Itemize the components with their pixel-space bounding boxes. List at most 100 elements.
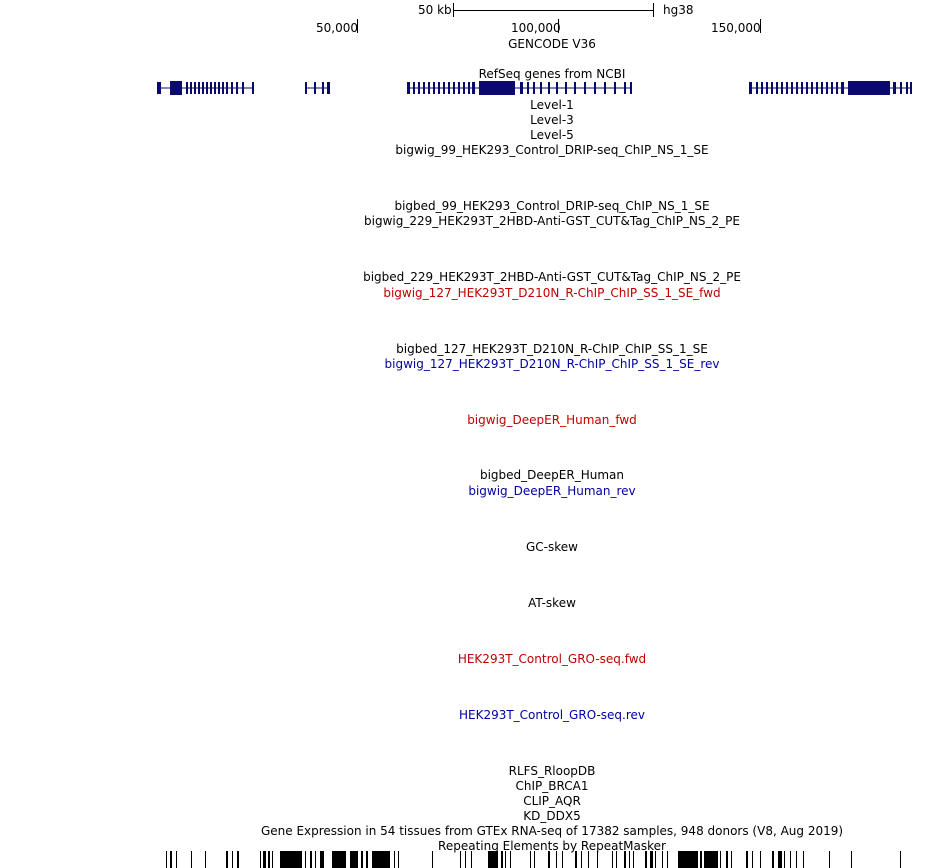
repeat-element <box>633 851 634 868</box>
repeat-element <box>575 851 577 868</box>
gene-exon <box>816 82 818 94</box>
gene-exon <box>226 82 228 94</box>
track-label-gencode[interactable]: GENCODE V36 <box>508 37 596 51</box>
gene-exon <box>893 82 896 94</box>
repeat-element <box>372 851 390 868</box>
gene-exon <box>218 82 220 94</box>
scale-bar-line <box>453 10 653 11</box>
gene-exon <box>749 82 752 94</box>
gene-exon <box>443 82 445 94</box>
repeat-element <box>778 851 782 868</box>
gene-exon <box>322 82 324 94</box>
repeat-element <box>530 851 531 868</box>
track-label-bigwig-127-fwd[interactable]: bigwig_127_HEK293T_D210N_R-ChIP_ChIP_SS_… <box>383 286 721 300</box>
gene-exon <box>801 82 803 94</box>
repeat-element <box>629 851 630 868</box>
repeat-element <box>900 851 901 868</box>
gene-exon <box>811 82 813 94</box>
gene-exon <box>170 81 182 95</box>
track-label-bigwig-229[interactable]: bigwig_229_HEK293T_2HBD-Anti-GST_CUT&Tag… <box>364 214 740 228</box>
track-label-level-5[interactable]: Level-5 <box>530 128 574 142</box>
gene-exon <box>202 82 204 94</box>
repeat-element <box>796 851 797 868</box>
gene-exon <box>418 82 420 94</box>
track-label-repeatmasker[interactable]: Repeating Elements by RepeatMasker <box>438 839 666 853</box>
track-label-bigbed-99[interactable]: bigbed_99_HEK293_Control_DRIP-seq_ChIP_N… <box>394 199 710 213</box>
repeat-element <box>176 851 177 868</box>
track-label-deeper-bigbed[interactable]: bigbed_DeepER_Human <box>479 468 624 482</box>
track-label-level-3[interactable]: Level-3 <box>530 113 574 127</box>
gene-exon <box>533 82 535 94</box>
gene-exon <box>826 82 828 94</box>
track-label-bigbed-229[interactable]: bigbed_229_HEK293T_2HBD-Anti-GST_CUT&Tag… <box>363 270 741 284</box>
repeat-element <box>432 851 433 868</box>
gene-exon <box>198 82 200 94</box>
repeat-element <box>460 851 461 868</box>
gene-exon <box>565 82 567 94</box>
repeat-element <box>645 851 647 868</box>
track-label-deeper-rev[interactable]: bigwig_DeepER_Human_rev <box>468 484 636 498</box>
repeat-element <box>310 851 312 868</box>
track-label-bigbed-127[interactable]: bigbed_127_HEK293T_D210N_R-ChIP_ChIP_SS_… <box>396 342 708 356</box>
gene-exon <box>766 82 768 94</box>
track-label-chip-brca1[interactable]: ChIP_BRCA1 <box>515 779 589 793</box>
repeatmasker-track[interactable] <box>0 850 950 868</box>
repeat-element <box>488 851 498 868</box>
repeat-element <box>612 851 613 868</box>
repeat-element <box>260 851 261 868</box>
ruler-tick-label: 100,000 <box>511 21 561 35</box>
gene-exon <box>900 82 902 94</box>
repeat-element <box>581 851 582 868</box>
gene-exon <box>756 82 758 94</box>
repeat-element <box>205 851 206 868</box>
repeat-element <box>398 851 399 868</box>
track-label-at-skew[interactable]: AT-skew <box>528 596 576 610</box>
gene-exon <box>821 82 823 94</box>
gene-exon <box>210 82 212 94</box>
repeat-element <box>350 851 358 868</box>
gene-exon <box>527 82 529 94</box>
repeat-element <box>746 851 748 868</box>
gene-exon <box>190 82 192 94</box>
track-label-bigwig-99[interactable]: bigwig_99_HEK293_Control_DRIP-seq_ChIP_N… <box>395 143 709 157</box>
gene-exon <box>463 82 465 94</box>
repeat-element <box>588 851 589 868</box>
gene-exon <box>836 82 838 94</box>
track-label-deeper-fwd[interactable]: bigwig_DeepER_Human_fwd <box>467 413 637 427</box>
gene-exon <box>806 82 808 94</box>
gene-exon <box>448 82 450 94</box>
repeat-element <box>650 851 653 868</box>
track-label-bigwig-127-rev[interactable]: bigwig_127_HEK293T_D210N_R-ChIP_ChIP_SS_… <box>384 357 720 371</box>
repeat-element <box>471 851 472 868</box>
gene-exon <box>413 82 415 94</box>
repeat-element <box>556 851 557 868</box>
repeat-element <box>505 851 506 868</box>
gene-exon <box>305 82 307 94</box>
repeat-element <box>720 851 721 868</box>
track-label-refseq[interactable]: RefSeq genes from NCBI <box>478 67 626 81</box>
track-label-kd-ddx5[interactable]: KD_DDX5 <box>523 809 581 823</box>
gene-exon <box>630 82 632 94</box>
gene-exon <box>910 82 912 94</box>
gene-exon <box>236 82 238 94</box>
track-label-clip-aqr[interactable]: CLIP_AQR <box>523 794 581 808</box>
track-label-rlfs[interactable]: RLFS_RloopDB <box>508 764 596 778</box>
gene-exon <box>604 82 606 94</box>
repeat-element <box>191 851 192 868</box>
gene-exon <box>453 82 455 94</box>
gencode-gene-models[interactable] <box>0 73 950 103</box>
gene-exon <box>791 82 793 94</box>
gene-exon <box>468 82 470 94</box>
track-label-level-1[interactable]: Level-1 <box>530 98 574 112</box>
gene-exon <box>206 82 208 94</box>
gene-exon <box>781 82 783 94</box>
track-label-gro-seq-fwd[interactable]: HEK293T_Control_GRO-seq.fwd <box>457 652 647 666</box>
track-label-gc-skew[interactable]: GC-skew <box>526 540 578 554</box>
repeat-element <box>263 851 266 868</box>
track-label-gtex[interactable]: Gene Expression in 54 tissues from GTEx … <box>260 824 844 838</box>
gene-exon <box>841 82 844 94</box>
repeat-element <box>616 851 617 868</box>
track-label-gro-seq-rev[interactable]: HEK293T_Control_GRO-seq.rev <box>458 708 646 722</box>
repeat-element <box>305 851 306 868</box>
